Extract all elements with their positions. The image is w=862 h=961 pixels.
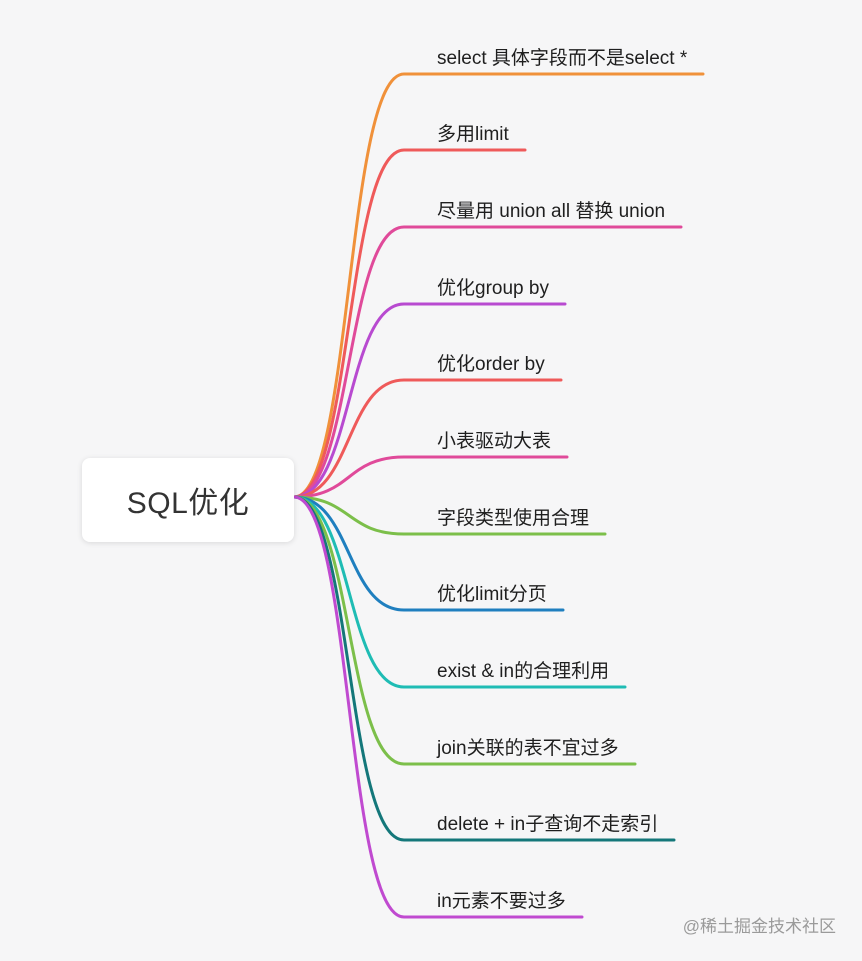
branch-connector-6	[292, 455, 569, 499]
branch-connector-3	[292, 225, 683, 499]
branch-connector-9	[292, 495, 627, 689]
branch-label-group-by[interactable]: 优化group by	[437, 278, 549, 299]
branch-label-use-limit[interactable]: 多用limit	[437, 124, 509, 145]
branch-label-field-types[interactable]: 字段类型使用合理	[437, 508, 590, 529]
branch-connector-10	[292, 495, 637, 766]
branch-connector-4	[292, 302, 567, 499]
branch-connector-8	[292, 495, 565, 612]
watermark: @稀土掘金技术社区	[682, 917, 836, 936]
branch-label-delete-in[interactable]: delete + in子查询不走索引	[437, 814, 659, 835]
branch-connector-2	[292, 148, 527, 499]
branch-label-exist-in[interactable]: exist & in的合理利用	[437, 661, 610, 682]
branch-connector-1	[292, 72, 705, 499]
branch-connector-7	[292, 495, 607, 536]
branch-label-limit-paging[interactable]: 优化limit分页	[437, 584, 547, 605]
branch-label-join-tables[interactable]: join关联的表不宜过多	[437, 738, 619, 759]
branch-label-small-table[interactable]: 小表驱动大表	[437, 431, 552, 452]
branch-label-in-elements[interactable]: in元素不要过多	[437, 891, 566, 912]
branch-connector-12	[292, 495, 584, 919]
branch-label-select-fields[interactable]: select 具体字段而不是select *	[437, 48, 688, 69]
branch-connector-11	[292, 495, 676, 842]
root-node[interactable]: SQL优化	[82, 458, 294, 542]
root-label: SQL优化	[126, 487, 250, 520]
branch-label-union-all[interactable]: 尽量用 union all 替换 union	[437, 201, 666, 222]
branch-connector-5	[292, 378, 563, 499]
branch-label-order-by[interactable]: 优化order by	[437, 354, 545, 375]
